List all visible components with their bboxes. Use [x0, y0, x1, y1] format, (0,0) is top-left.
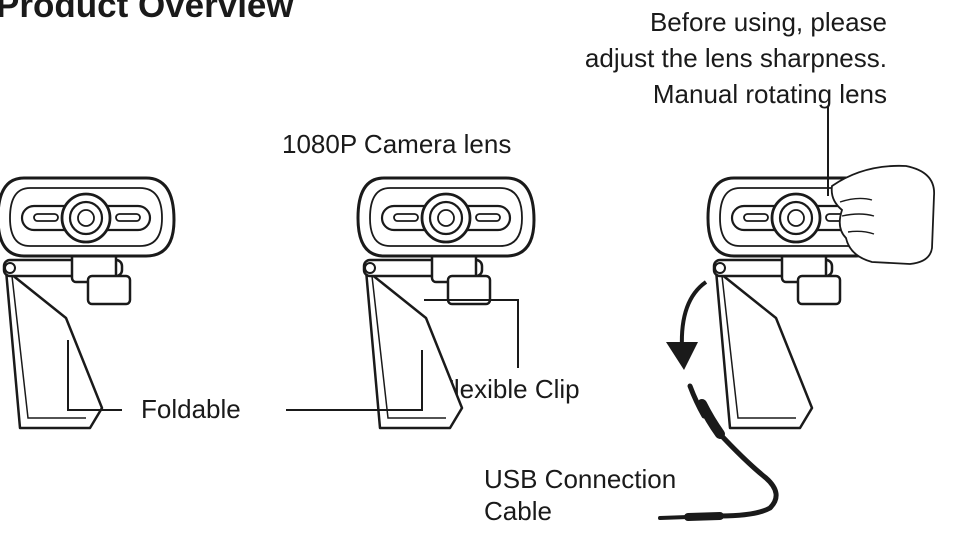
webcam-middle — [356, 176, 536, 430]
lens-note-line3: Manual rotating lens — [652, 79, 887, 109]
lens-note-line1: Before using, please — [649, 7, 887, 37]
curved-arrow-icon — [679, 280, 708, 349]
usb-cable-icon — [658, 383, 779, 521]
arrow-head-icon — [666, 342, 698, 370]
hand-icon — [830, 164, 935, 265]
lens-note-line2: adjust the lens sharpness. — [584, 43, 887, 73]
foldable-label: Foldable — [141, 394, 241, 424]
lens-note: Before using, please adjust the lens sha… — [585, 4, 887, 112]
foldable-leader-left — [67, 340, 122, 411]
foldable-leader-right — [286, 350, 423, 411]
usb-cable-label-line2: Cable — [484, 496, 552, 526]
flexible-clip-label: Flexible Clip — [438, 374, 580, 404]
webcam-left — [0, 176, 176, 430]
usb-cable-label-line1: USB Connection — [484, 464, 677, 494]
flexible-clip-leader — [424, 299, 519, 368]
page-title: Product Overview — [0, 0, 294, 25]
camera-lens-label: 1080P Camera lens — [282, 129, 512, 159]
